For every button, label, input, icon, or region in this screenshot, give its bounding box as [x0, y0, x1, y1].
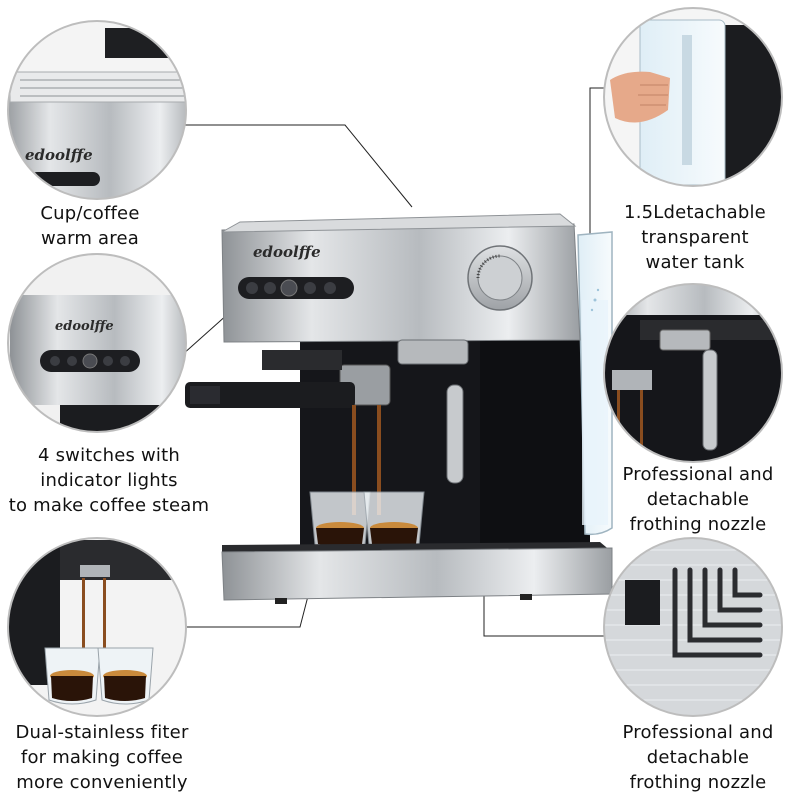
steam-wand	[446, 384, 464, 484]
caption-line: frothing nozzle	[629, 514, 767, 535]
detail-circle-water-tank	[603, 7, 783, 187]
caption-line: 4 switches with	[38, 445, 180, 466]
caption-line: water tank	[645, 252, 745, 273]
caption-line: transparent	[641, 227, 749, 248]
caption-line: detachable	[646, 489, 750, 510]
caption-line: Professional and	[622, 722, 774, 743]
detail-circle-filter	[7, 537, 187, 717]
caption-line: 1.5Ldetachable	[624, 202, 766, 223]
caption-line: frothing nozzle	[629, 772, 767, 793]
caption-line: for making coffee	[20, 747, 184, 768]
caption-nozzle: Professional and detachable frothing noz…	[600, 462, 796, 537]
caption-line: detachable	[646, 747, 750, 768]
caption-switches: 4 switches with indicator lights to make…	[0, 443, 218, 518]
detail-circle-switches: edoolffe	[7, 253, 187, 433]
caption-filter: Dual-stainless fiter for making coffee m…	[0, 720, 204, 795]
espresso-cup-right	[363, 491, 425, 549]
svg-text:edoolffe: edoolffe	[25, 146, 93, 164]
machine-logo: edoolffe	[253, 243, 321, 261]
caption-line: indicator lights	[40, 470, 178, 491]
espresso-machine: edoolffe	[185, 213, 613, 604]
caption-line: Cup/coffee	[40, 203, 140, 224]
svg-text:edoolffe: edoolffe	[55, 319, 114, 334]
caption-line: Dual-stainless fiter	[15, 722, 189, 743]
espresso-cup-left	[309, 491, 371, 549]
machine-base	[221, 547, 613, 601]
detail-circle-warm-area: edoolffe	[7, 20, 187, 200]
caption-line: to make coffee steam	[8, 495, 210, 516]
portafilter	[185, 382, 355, 408]
caption-line: warm area	[40, 228, 140, 249]
caption-line: Professional and	[622, 464, 774, 485]
detail-circle-nozzle	[603, 283, 783, 463]
caption-water-tank: 1.5Ldetachable transparent water tank	[600, 200, 790, 275]
leader-line-water-tank	[589, 87, 606, 265]
detail-circle-drip-tray	[603, 537, 783, 717]
caption-line: more conveniently	[16, 772, 188, 793]
leader-line-warm-area	[183, 124, 413, 208]
caption-warm-area: Cup/coffee warm area	[0, 201, 180, 251]
caption-drip-tray: Professional and detachable frothing noz…	[600, 720, 796, 795]
